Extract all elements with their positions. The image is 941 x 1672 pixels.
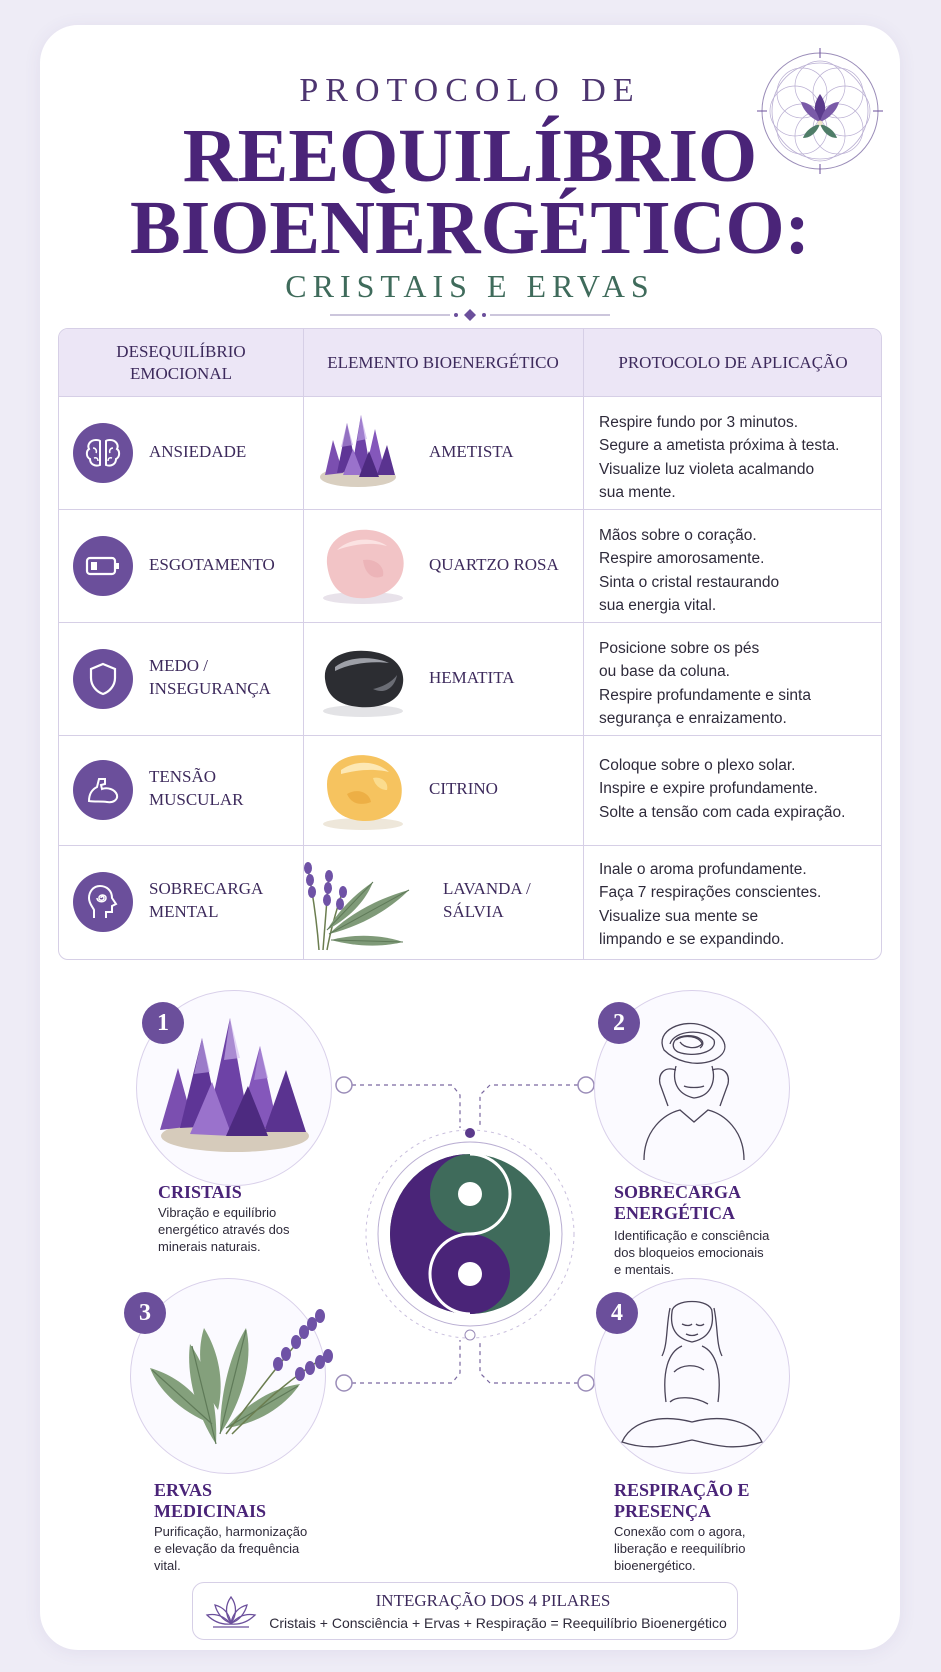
amethyst-image — [320, 415, 396, 487]
citrine-image — [323, 755, 403, 830]
mind-spiral-icon — [73, 872, 133, 932]
footer-title: INTEGRAÇÃO DOS 4 PILARES — [375, 1591, 611, 1610]
pillar-1-number: 1 — [142, 1002, 184, 1044]
header-application-protocol: PROTOCOLO DE APLICAÇÃO — [618, 352, 848, 372]
lotus-icon — [205, 1595, 257, 1628]
pillar-4-number: 4 — [596, 1292, 638, 1334]
protocol-text: Mãos sobre o coração.Respire amorosament… — [599, 527, 780, 614]
element-label: AMETISTA — [429, 442, 514, 461]
yin-yang-icon — [390, 1152, 550, 1316]
pillar-3-number: 3 — [124, 1292, 166, 1334]
pillar-2-number: 2 — [598, 1002, 640, 1044]
protocol-text: Inale o aroma profundamente.Faça 7 respi… — [599, 861, 822, 948]
shield-icon — [73, 649, 133, 709]
muscle-arm-icon — [73, 760, 133, 820]
element-label: HEMATITA — [429, 668, 515, 687]
pillar-1-title: CRISTAIS — [158, 1182, 242, 1202]
rose-quartz-image — [323, 529, 404, 604]
footer-subtitle: Cristais + Consciência + Ervas + Respira… — [269, 1615, 727, 1631]
emotion-label: ESGOTAMENTO — [149, 555, 275, 574]
element-label: QUARTZO ROSA — [429, 555, 559, 574]
header-bioenergetic-element: ELEMENTO BIOENERGÉTICO — [327, 352, 559, 372]
protocol-table: DESEQUILÍBRIO EMOCIONAL ELEMENTO BIOENER… — [58, 328, 882, 960]
integration-banner: INTEGRAÇÃO DOS 4 PILARES Cristais + Cons… — [192, 1582, 738, 1640]
mandala-lotus-icon — [757, 48, 883, 174]
hematite-image — [323, 650, 404, 717]
column-divider — [303, 329, 304, 959]
herbs-image — [150, 1309, 333, 1445]
element-label: CITRINO — [429, 779, 498, 798]
emotion-label: ANSIEDADE — [149, 442, 247, 461]
protocol-text: Coloque sobre o plexo solar.Inspire e ex… — [599, 757, 846, 821]
title-line-2: BIOENERGÉTICO: — [130, 186, 810, 270]
battery-low-icon — [73, 536, 133, 596]
title-line-1: REEQUILÍBRIO — [182, 114, 758, 198]
ornament-divider — [330, 309, 610, 321]
emotion-label: MEDO /INSEGURANÇA — [149, 656, 271, 698]
protocol-text: Respire fundo por 3 minutos.Segure a ame… — [599, 414, 840, 501]
element-label: LAVANDA /SÁLVIA — [443, 879, 531, 921]
table-row: ANSIEDADE AMETISTA Respire fundo por 3 m… — [59, 397, 881, 510]
meditating-person-image — [621, 1300, 763, 1448]
header-emotional-imbalance: DESEQUILÍBRIO EMOCIONAL — [116, 341, 246, 383]
pillar-4-description: Conexão com o agora,liberação e reequilí… — [614, 1524, 746, 1573]
brain-icon — [73, 423, 133, 483]
subtitle-top: PROTOCOLO DE — [299, 72, 641, 109]
subtitle-bottom: CRISTAIS E ERVAS — [285, 268, 655, 304]
overwhelmed-person-image — [643, 1022, 745, 1161]
table-row: ESGOTAMENTO QUARTZO ROSA Mãos sobre o co… — [59, 510, 881, 623]
table-header: DESEQUILÍBRIO EMOCIONAL ELEMENTO BIOENER… — [59, 329, 881, 397]
column-divider — [583, 329, 584, 959]
lavender-sage-image — [304, 862, 410, 951]
table-row: MEDO /INSEGURANÇA HEMATITA Posicione sob… — [59, 623, 881, 736]
crystal-cluster-image — [160, 1018, 309, 1152]
